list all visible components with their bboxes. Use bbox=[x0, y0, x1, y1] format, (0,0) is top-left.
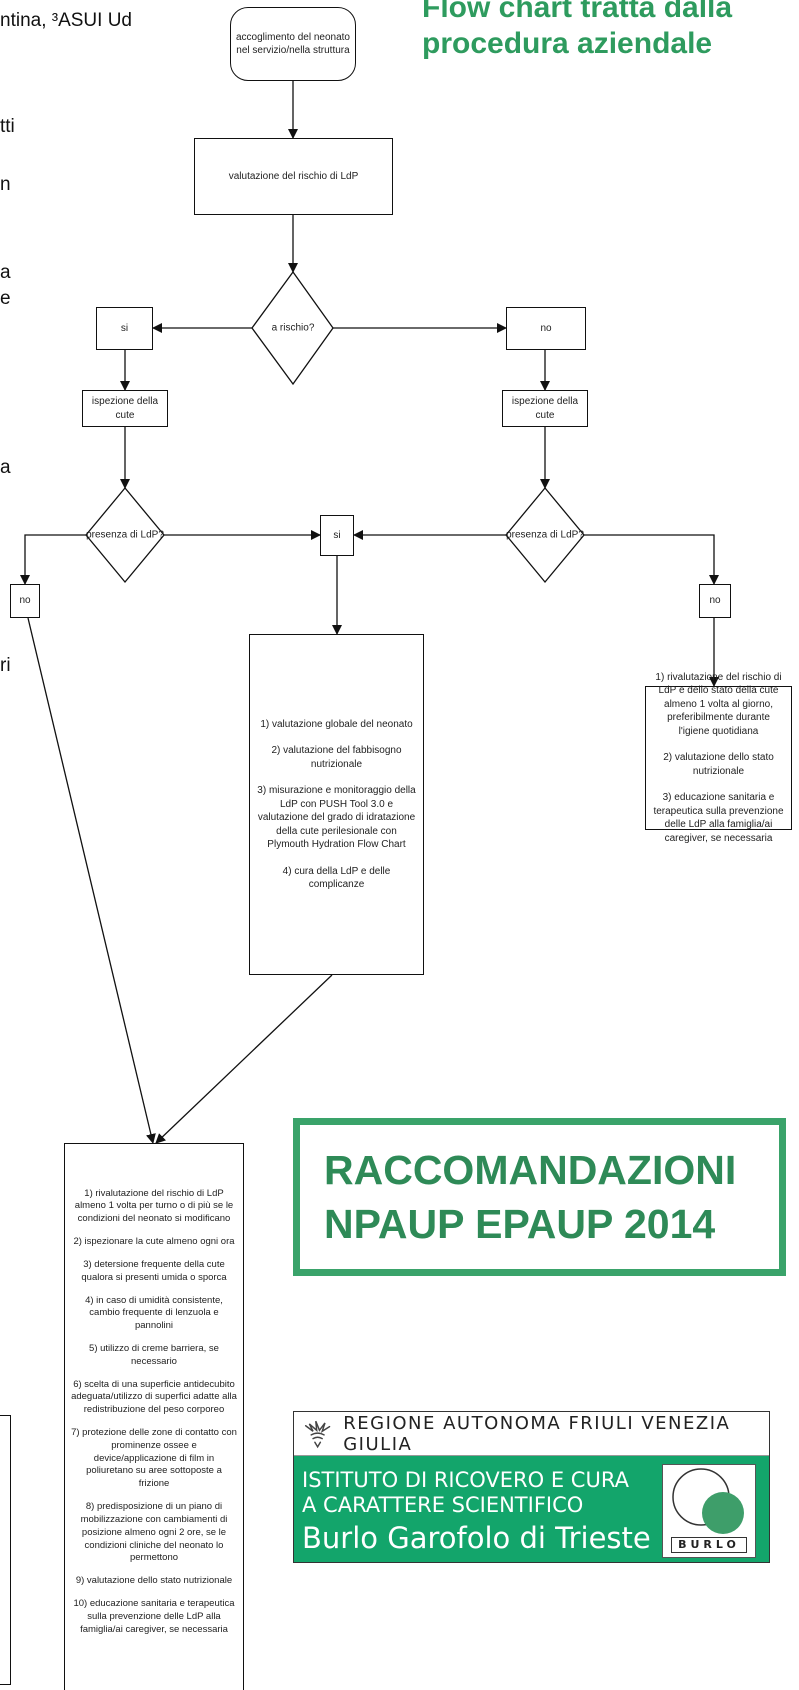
treatment-step: 4) cura della LdP e delle complicanze bbox=[282, 865, 391, 891]
treatment-step: 3) misurazione e monitoraggio della LdP … bbox=[257, 785, 416, 850]
ldp-yes-label: si bbox=[333, 529, 341, 541]
treatment-step: 2) valutazione del fabbisogno nutriziona… bbox=[271, 745, 402, 770]
cutoff-text-fragment: a bbox=[0, 262, 11, 283]
treatment-steps-box: 1) valutazione globale del neonato 2) va… bbox=[249, 634, 424, 975]
recommendations-box: RACCOMANDAZIONI NPAUP EPAUP 2014 bbox=[293, 1118, 786, 1276]
monitoring-steps-box: 1) rivalutazione del rischio di LdP e de… bbox=[645, 672, 792, 844]
inspect-skin-right-label: ispezione della cute bbox=[511, 396, 579, 421]
recommendations-line1: RACCOMANDAZIONI bbox=[324, 1147, 737, 1193]
burlo-logo-mark: BURLO bbox=[662, 1464, 756, 1558]
prevention-step: 4) in caso di umidità consistente, cambi… bbox=[85, 1294, 223, 1332]
risk-yes-box: si bbox=[96, 307, 153, 350]
ldp-yes-box: si bbox=[320, 515, 354, 556]
risk-assessment-box: valutazione del rischio di LdP bbox=[194, 138, 393, 215]
decision-risk-label: a rischio? bbox=[271, 322, 315, 334]
decision-risk-diamond bbox=[251, 270, 334, 386]
inspect-skin-right-box: ispezione della cute bbox=[502, 390, 588, 427]
prevention-steps-box: 1) rivalutazione del rischio di LdP alme… bbox=[64, 1143, 244, 1690]
monitoring-step: 2) valutazione dello stato nutrizionale bbox=[663, 752, 774, 777]
start-node-label: accoglimento del neonato nel servizio/ne… bbox=[236, 31, 350, 57]
burlo-circles-icon bbox=[672, 1468, 744, 1534]
institute-line1: ISTITUTO DI RICOVERO E CURA bbox=[302, 1468, 629, 1492]
connector bbox=[20, 534, 86, 585]
region-name: REGIONE AUTONOMA FRIULI VENEZIA GIULIA bbox=[343, 1412, 731, 1455]
institute-name: Burlo Garofolo di Trieste bbox=[302, 1521, 651, 1555]
cutoff-text-fragment: n bbox=[0, 174, 11, 195]
prevention-step: 6) scelta di una superficie antidecubito… bbox=[71, 1378, 237, 1416]
institute-band: ISTITUTO DI RICOVERO E CURA A CARATTERE … bbox=[294, 1456, 769, 1562]
prevention-step: 7) protezione delle zone di contatto con… bbox=[71, 1427, 237, 1490]
region-band: REGIONE AUTONOMA FRIULI VENEZIA GIULIA bbox=[294, 1412, 769, 1456]
monitoring-step: 3) educazione sanitaria e terapeutica su… bbox=[653, 792, 784, 844]
ldp-no-left-box: no bbox=[10, 584, 40, 618]
prevention-step: 10) educazione sanitaria e terapeutica s… bbox=[73, 1597, 235, 1635]
inspect-skin-left-label: ispezione della cute bbox=[91, 396, 159, 421]
recommendations-line2: NPAUP EPAUP 2014 bbox=[324, 1201, 716, 1247]
decision-ldp-right-diamond bbox=[505, 486, 585, 584]
flowchart-title: Flow chart tratta dalla procedura aziend… bbox=[422, 0, 733, 60]
connector bbox=[27, 617, 156, 1144]
institution-logo: REGIONE AUTONOMA FRIULI VENEZIA GIULIA I… bbox=[293, 1411, 770, 1563]
ldp-no-right-label: no bbox=[709, 595, 721, 607]
inspect-skin-left-box: ispezione della cute bbox=[82, 390, 168, 427]
prevention-step: 2) ispezionare la cute almeno ogni ora bbox=[73, 1236, 235, 1248]
ldp-no-left-label: no bbox=[19, 595, 31, 607]
decision-ldp-right-label: presenza di LdP? bbox=[506, 529, 584, 541]
prevention-step: 1) rivalutazione del rischio di LdP alme… bbox=[74, 1187, 234, 1225]
risk-no-box: no bbox=[506, 307, 586, 350]
decision-ldp-left-diamond bbox=[85, 486, 165, 584]
cutoff-text-fragment: e bbox=[0, 288, 11, 309]
prevention-step: 8) predisposizione di un piano di mobili… bbox=[80, 1501, 228, 1564]
connector bbox=[155, 974, 333, 1144]
burlo-brand-text: BURLO bbox=[671, 1537, 747, 1553]
cutoff-text-fragment: ri bbox=[0, 655, 11, 676]
prevention-step: 3) detersione frequente della cute qualo… bbox=[81, 1258, 227, 1283]
decision-ldp-left-label: presenza di LdP? bbox=[86, 529, 164, 541]
risk-assessment-label: valutazione del rischio di LdP bbox=[228, 170, 359, 182]
risk-no-label: no bbox=[540, 322, 552, 334]
risk-yes-label: si bbox=[120, 322, 129, 334]
eagle-emblem-icon bbox=[304, 1420, 331, 1448]
cutoff-text-affiliation: ntina, ³ASUI Ud bbox=[0, 10, 132, 31]
ldp-no-right-box: no bbox=[699, 584, 731, 618]
monitoring-step: 1) rivalutazione del rischio di LdP e de… bbox=[655, 671, 782, 737]
institute-line2: A CARATTERE SCIENTIFICO bbox=[302, 1493, 584, 1517]
treatment-step: 1) valutazione globale del neonato bbox=[260, 718, 413, 730]
prevention-step: 9) valutazione dello stato nutrizionale bbox=[75, 1575, 233, 1587]
connector bbox=[584, 534, 719, 585]
cutoff-box-frame bbox=[0, 1415, 11, 1685]
cutoff-text-fragment: tti bbox=[0, 116, 15, 137]
cutoff-text-fragment: a bbox=[0, 457, 11, 478]
prevention-step: 5) utilizzo di creme barriera, se necess… bbox=[89, 1342, 219, 1367]
start-node: accoglimento del neonato nel servizio/ne… bbox=[230, 7, 356, 81]
